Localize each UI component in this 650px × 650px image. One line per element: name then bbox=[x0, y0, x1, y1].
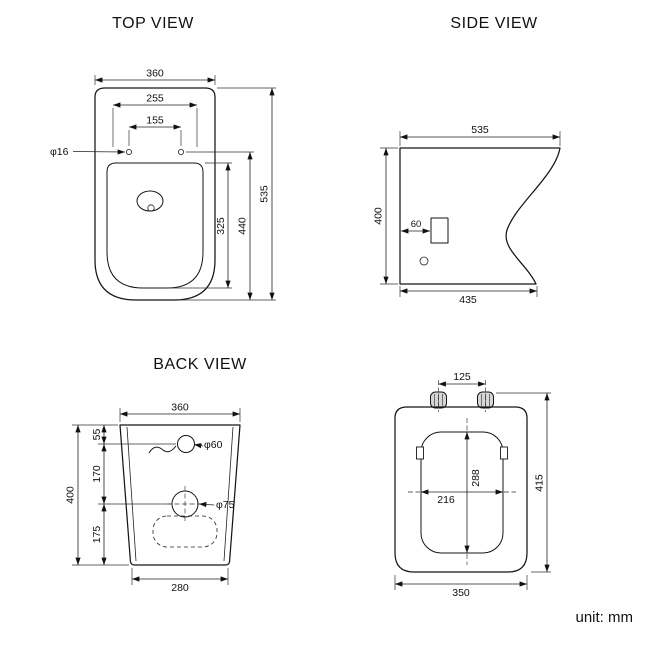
seat-view: 125 288 216 415 350 bbox=[394, 371, 551, 599]
seat-hinge-hatch bbox=[434, 393, 490, 407]
dim-back-outlet-to-bottom: 175 bbox=[91, 526, 103, 544]
dim-side-height: 400 bbox=[373, 207, 385, 225]
seat-view-dimension-lines bbox=[395, 381, 550, 587]
top-view-mount-hole-right bbox=[177, 148, 184, 155]
dim-back-width-bottom: 280 bbox=[171, 582, 189, 594]
seat-lid-outline bbox=[394, 406, 528, 573]
dim-top-depth-inner: 325 bbox=[215, 217, 227, 235]
dim-back-top-to-inlet: 55 bbox=[91, 429, 103, 441]
top-view-rim-outline bbox=[106, 162, 204, 289]
top-view: TOP VIEW bbox=[50, 15, 276, 301]
seat-view-extension-lines bbox=[394, 392, 551, 590]
dim-top-width-overall: 360 bbox=[146, 68, 164, 80]
dim-top-width-holes: 155 bbox=[146, 115, 164, 127]
top-view-dimension-lines bbox=[72, 77, 275, 300]
side-view-profile-outline bbox=[399, 147, 561, 285]
dim-seat-depth-overall: 415 bbox=[534, 474, 546, 492]
back-view-hidden-bowl-outline bbox=[152, 515, 218, 548]
side-view-drawing bbox=[399, 147, 561, 285]
top-view-drawing bbox=[94, 87, 216, 301]
back-view-inlet-wave bbox=[148, 445, 177, 454]
top-view-mount-hole-left bbox=[126, 148, 133, 155]
top-view-body-outline bbox=[94, 87, 216, 301]
back-view-inner-wall-left bbox=[126, 426, 137, 562]
dim-top-depth-overall: 535 bbox=[259, 185, 271, 203]
unit-label: unit: mm bbox=[575, 609, 633, 626]
seat-lid-inner-panel bbox=[420, 431, 504, 554]
dim-back-inlet-to-outlet: 170 bbox=[91, 465, 103, 483]
dim-side-depth-top: 535 bbox=[471, 124, 489, 136]
back-view-extension-lines bbox=[72, 408, 241, 585]
seat-view-drawing bbox=[394, 380, 528, 573]
back-view-inner-wall-right bbox=[223, 426, 234, 562]
side-view-extension-lines bbox=[380, 131, 561, 297]
dim-seat-inner-depth: 288 bbox=[470, 469, 482, 487]
dim-back-inlet-diameter: φ60 bbox=[204, 439, 223, 451]
dim-seat-inner-width: 216 bbox=[437, 494, 455, 506]
side-view-outlet-detail bbox=[430, 217, 449, 244]
top-view-outlet-hole bbox=[147, 204, 155, 212]
dim-back-outlet-diameter: φ75 bbox=[216, 499, 235, 511]
side-view-title: SIDE VIEW bbox=[450, 15, 538, 32]
seat-bumper-right bbox=[500, 446, 508, 460]
side-view: SIDE VIEW 535 400 60 435 bbox=[373, 15, 561, 306]
back-view: BACK VIEW bbox=[65, 356, 247, 594]
back-view-dimension-lines bbox=[75, 411, 240, 582]
side-view-fixing-hole bbox=[419, 256, 429, 266]
dim-back-width-top: 360 bbox=[171, 402, 189, 414]
top-view-flush-outlet bbox=[136, 190, 164, 212]
top-view-extension-lines bbox=[94, 75, 276, 301]
back-view-title: BACK VIEW bbox=[153, 356, 247, 373]
back-view-inlet-hole bbox=[177, 435, 195, 453]
dim-side-outlet-offset: 60 bbox=[411, 219, 422, 230]
dim-seat-width-overall: 350 bbox=[452, 587, 470, 599]
top-view-title: TOP VIEW bbox=[112, 15, 194, 32]
dim-top-width-mid: 255 bbox=[146, 93, 164, 105]
dim-top-depth-mid: 440 bbox=[237, 217, 249, 235]
dim-top-hole-diameter: φ16 bbox=[50, 146, 69, 158]
dim-side-depth-bottom: 435 bbox=[459, 294, 477, 306]
dim-seat-hinge-spacing: 125 bbox=[453, 371, 471, 383]
dim-back-height: 400 bbox=[65, 486, 77, 504]
side-view-dimension-lines bbox=[383, 134, 560, 294]
back-view-body-outline bbox=[119, 424, 241, 566]
seat-bumper-left bbox=[416, 446, 424, 460]
